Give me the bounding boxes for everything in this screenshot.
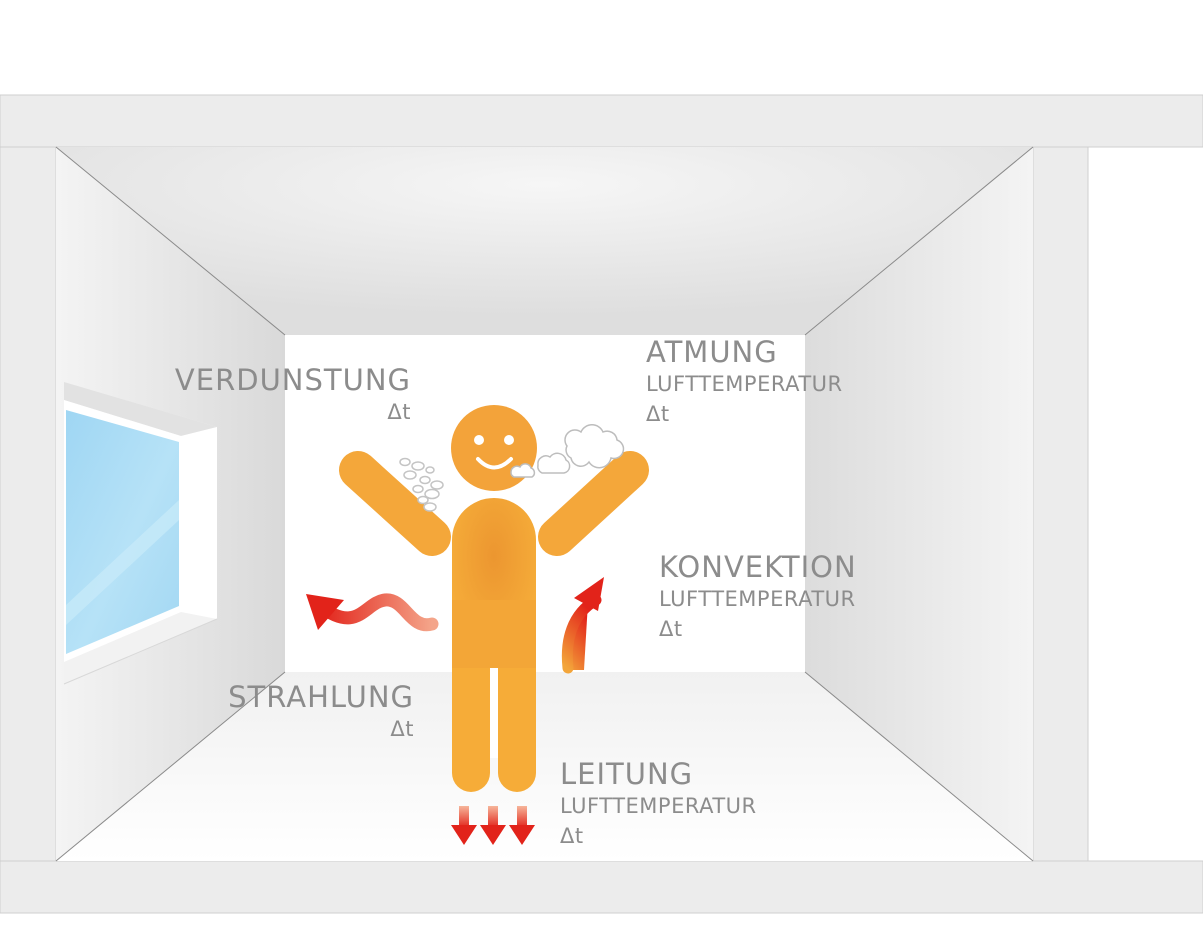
right-post xyxy=(1032,146,1089,862)
right-leg xyxy=(498,630,536,792)
label-leitung-sub: LUFTTEMPERATUR xyxy=(560,794,757,818)
conduction-arrows xyxy=(451,806,535,845)
label-konvektion-delta: Δt xyxy=(659,617,683,641)
right-arm xyxy=(538,451,649,556)
label-konvektion-sub: LUFTTEMPERATUR xyxy=(659,587,856,611)
breath-clouds xyxy=(510,424,625,478)
label-leitung-delta: Δt xyxy=(560,824,584,848)
left-arm xyxy=(339,451,451,556)
convection-arrow xyxy=(561,577,604,674)
left-post xyxy=(0,146,57,862)
label-leitung-title: LEITUNG xyxy=(560,757,694,791)
evaporation-bubbles xyxy=(399,457,444,512)
left-eye xyxy=(474,435,484,445)
room-edges xyxy=(55,146,1034,862)
floor-beam xyxy=(0,860,1203,914)
label-atmung-title: ATMUNG xyxy=(646,335,778,369)
floor xyxy=(56,672,1033,861)
label-atmung-sub: LUFTTEMPERATUR xyxy=(646,372,843,396)
radiation-arrow xyxy=(306,593,439,632)
right-wall xyxy=(805,147,1033,861)
label-strahlung-title: STRAHLUNG xyxy=(228,680,414,714)
human-figure xyxy=(339,405,649,792)
label-konvektion-title: KONVEKTION xyxy=(659,550,857,584)
ceiling-beam xyxy=(0,94,1203,148)
label-verdunstung-delta: Δt xyxy=(387,400,411,424)
right-eye xyxy=(504,435,514,445)
smile xyxy=(476,457,513,470)
window xyxy=(63,382,218,685)
label-verdunstung-title: VERDUNSTUNG xyxy=(174,363,411,397)
label-strahlung-delta: Δt xyxy=(390,717,414,741)
head xyxy=(451,405,537,491)
ceiling xyxy=(56,147,1033,335)
label-atmung-delta: Δt xyxy=(646,402,670,426)
left-leg xyxy=(452,630,490,792)
